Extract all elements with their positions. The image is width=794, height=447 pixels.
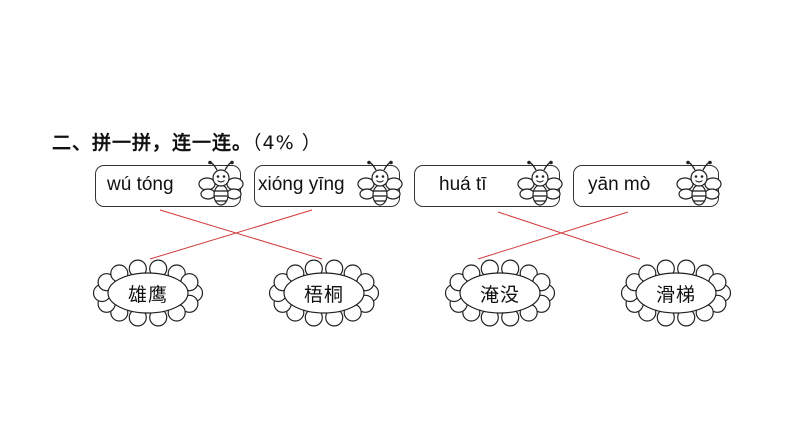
word-flower-1[interactable]: 雄鹰 — [92, 259, 204, 327]
answer-line-wutong-wutong — [159, 209, 323, 260]
pinyin-text: huá tī — [439, 174, 487, 195]
word-text: 滑梯 — [655, 283, 696, 306]
question-title: 二、拼一拼，连一连。（4% ） — [52, 128, 322, 155]
word-text: 梧桐 — [303, 283, 344, 306]
flower-shape — [444, 259, 556, 327]
flower-shape — [620, 259, 732, 327]
flower-shape — [268, 259, 380, 327]
word-flower-4[interactable]: 滑梯 — [620, 259, 732, 327]
bee-icon — [676, 160, 722, 206]
bee-icon — [517, 160, 563, 206]
question-score: （4% ） — [252, 132, 322, 154]
pinyin-text: xióng yīng — [258, 174, 345, 195]
pinyin-text: wú tóng — [107, 174, 174, 195]
word-text: 淹没 — [479, 283, 520, 306]
flower-shape — [92, 259, 204, 327]
word-text: 雄鹰 — [127, 283, 168, 306]
pinyin-text: yān mò — [588, 174, 651, 195]
answer-line-yanmo-yanmo — [477, 211, 629, 260]
bee-icon — [198, 160, 244, 206]
question-label: 二、拼一拼，连一连。 — [52, 132, 253, 154]
answer-line-huati-huati — [497, 211, 641, 260]
bee-icon — [357, 160, 403, 206]
word-flower-3[interactable]: 淹没 — [444, 259, 556, 327]
answer-line-xiongying-xiongying — [149, 209, 313, 260]
word-flower-2[interactable]: 梧桐 — [268, 259, 380, 327]
